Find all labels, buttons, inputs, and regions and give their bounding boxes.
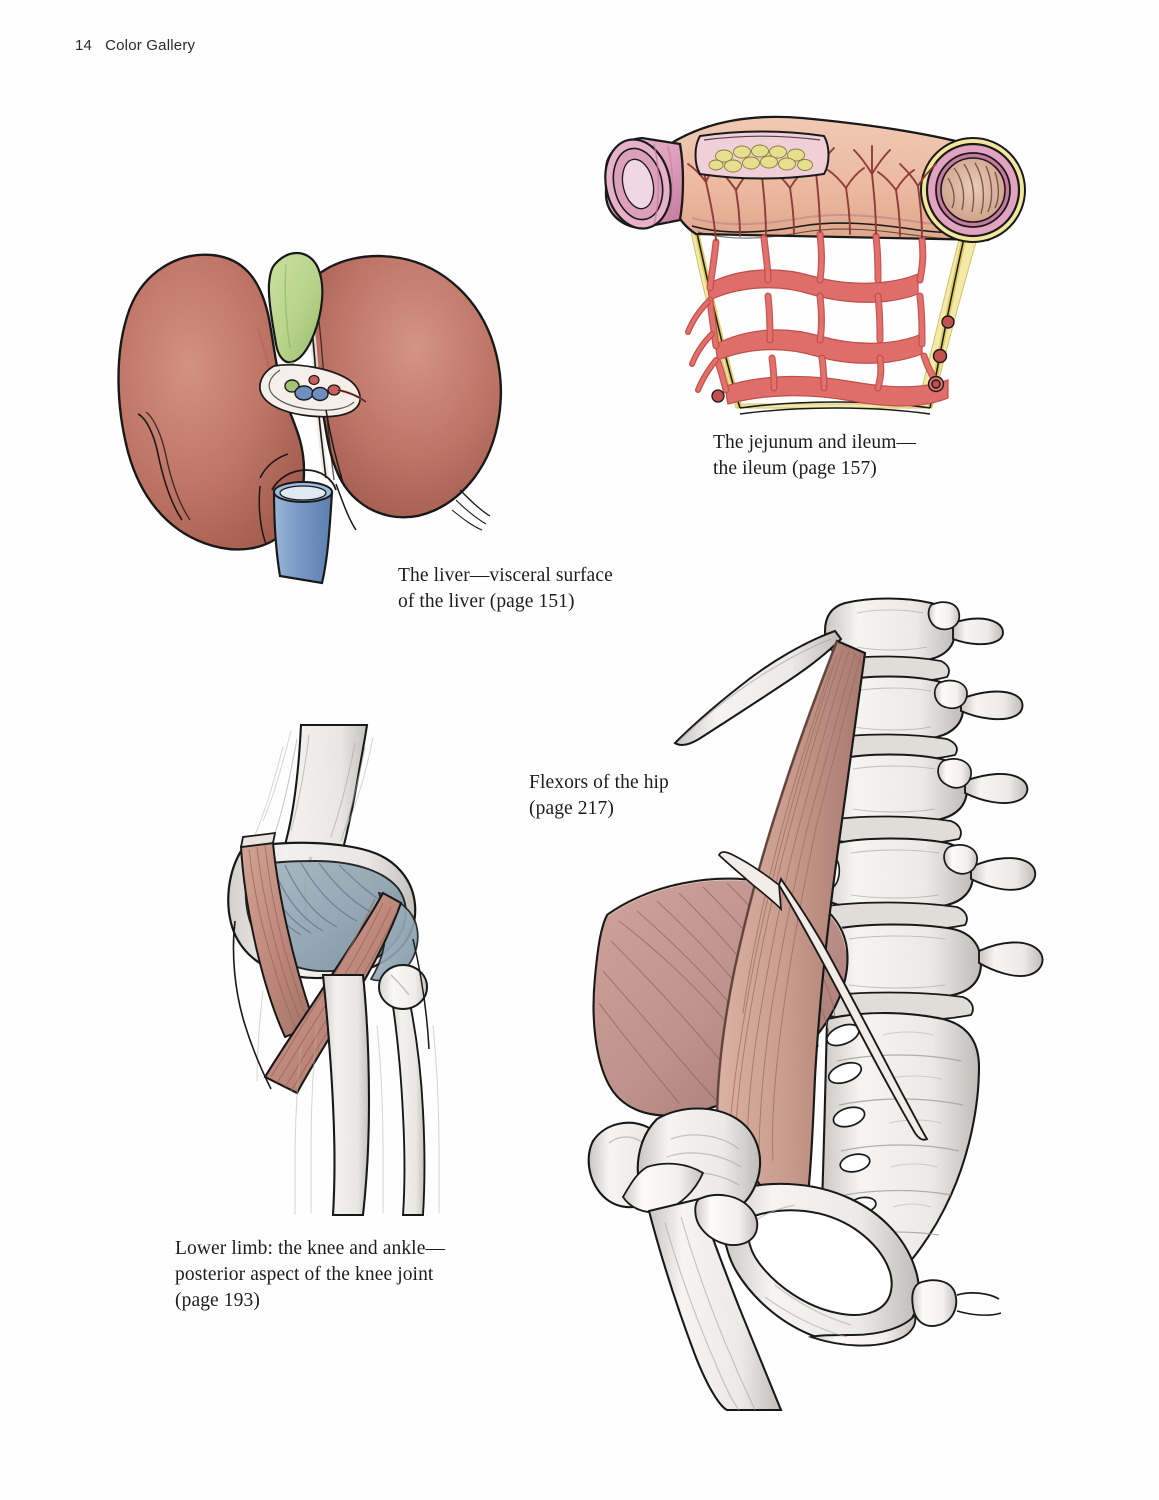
figure-liver	[108, 238, 528, 585]
running-head: 14 Color Gallery	[75, 37, 195, 54]
figure-ileum	[588, 108, 1043, 423]
caption-liver: The liver—visceral surface of the liver …	[398, 565, 613, 612]
section-title: Color Gallery	[105, 37, 196, 54]
caption-ileum: The jejunum and ileum— the ileum (page 1…	[713, 432, 917, 479]
caption-hip: Flexors of the hip (page 217)	[529, 772, 669, 819]
caption-knee: Lower limb: the knee and ankle— posterio…	[175, 1238, 446, 1311]
figure-hip	[575, 595, 1044, 1412]
page-folio-number: 14	[75, 37, 93, 54]
figure-knee	[205, 723, 475, 1217]
